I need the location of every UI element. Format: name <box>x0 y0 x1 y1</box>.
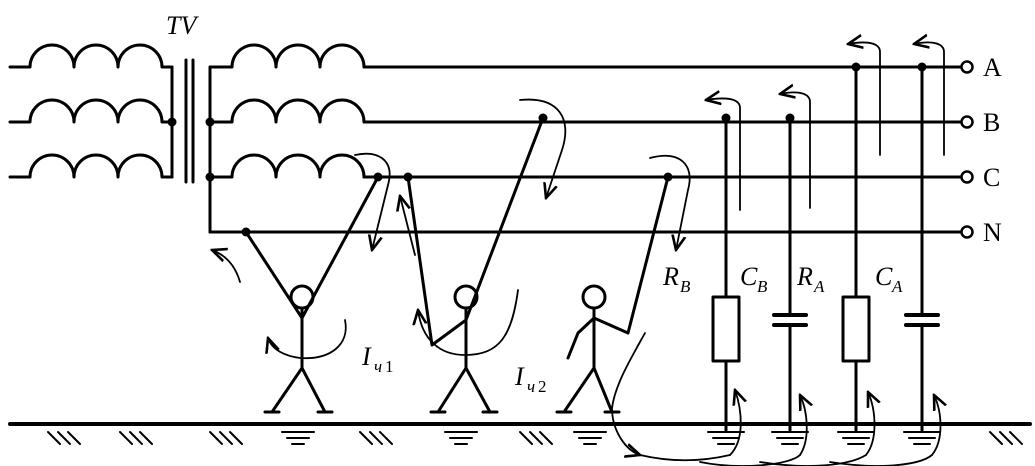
primary-winding <box>8 43 177 179</box>
transformer: TV <box>8 11 377 234</box>
person-2: I ч 2 <box>400 98 567 445</box>
label-rb: R B <box>662 262 691 296</box>
svg-text:C: C <box>740 262 758 291</box>
label-cb: C B <box>740 262 768 296</box>
ground-symbol <box>903 431 941 445</box>
ground-symbol <box>707 431 745 445</box>
ground-current-arrows <box>639 390 941 466</box>
ground-symbol <box>573 431 607 445</box>
ground-symbol <box>837 431 875 445</box>
phase-label-c: C <box>983 163 1000 192</box>
secondary-winding <box>205 43 377 234</box>
svg-text:C: C <box>875 262 893 291</box>
current-label-2: I ч 2 <box>514 362 547 396</box>
resistor-rb: R B <box>662 98 745 445</box>
label-ra: R A <box>796 262 825 296</box>
transformer-core <box>184 58 195 184</box>
svg-text:A: A <box>813 277 825 296</box>
svg-text:2: 2 <box>538 377 547 396</box>
ground-line <box>8 422 1032 445</box>
phase-label-n: N <box>983 218 1002 247</box>
svg-text:ч: ч <box>527 377 535 396</box>
svg-text:1: 1 <box>385 357 394 376</box>
svg-text:B: B <box>680 277 691 296</box>
person-3 <box>555 155 691 455</box>
phase-label-a: A <box>983 53 1002 82</box>
ground-symbol <box>771 431 809 445</box>
phase-lines: A B C N <box>208 53 1002 247</box>
svg-text:ч: ч <box>374 357 382 376</box>
label-ca: C A <box>875 262 903 296</box>
capacitor-ca: C A <box>875 42 945 445</box>
svg-text:I: I <box>514 362 525 391</box>
phase-label-b: B <box>983 108 1000 137</box>
svg-text:R: R <box>796 262 813 291</box>
current-label-1: I ч 1 <box>361 342 394 376</box>
svg-text:I: I <box>361 342 372 371</box>
ground-symbol <box>281 431 315 445</box>
svg-text:B: B <box>757 277 768 296</box>
resistor-ra: R A <box>796 42 881 445</box>
person-1: I ч 1 <box>212 152 394 445</box>
svg-text:A: A <box>891 277 903 296</box>
svg-text:R: R <box>662 262 679 291</box>
transformer-label: TV <box>166 11 199 40</box>
capacitor-cb: C B <box>740 92 811 445</box>
ground-symbol <box>444 431 478 445</box>
